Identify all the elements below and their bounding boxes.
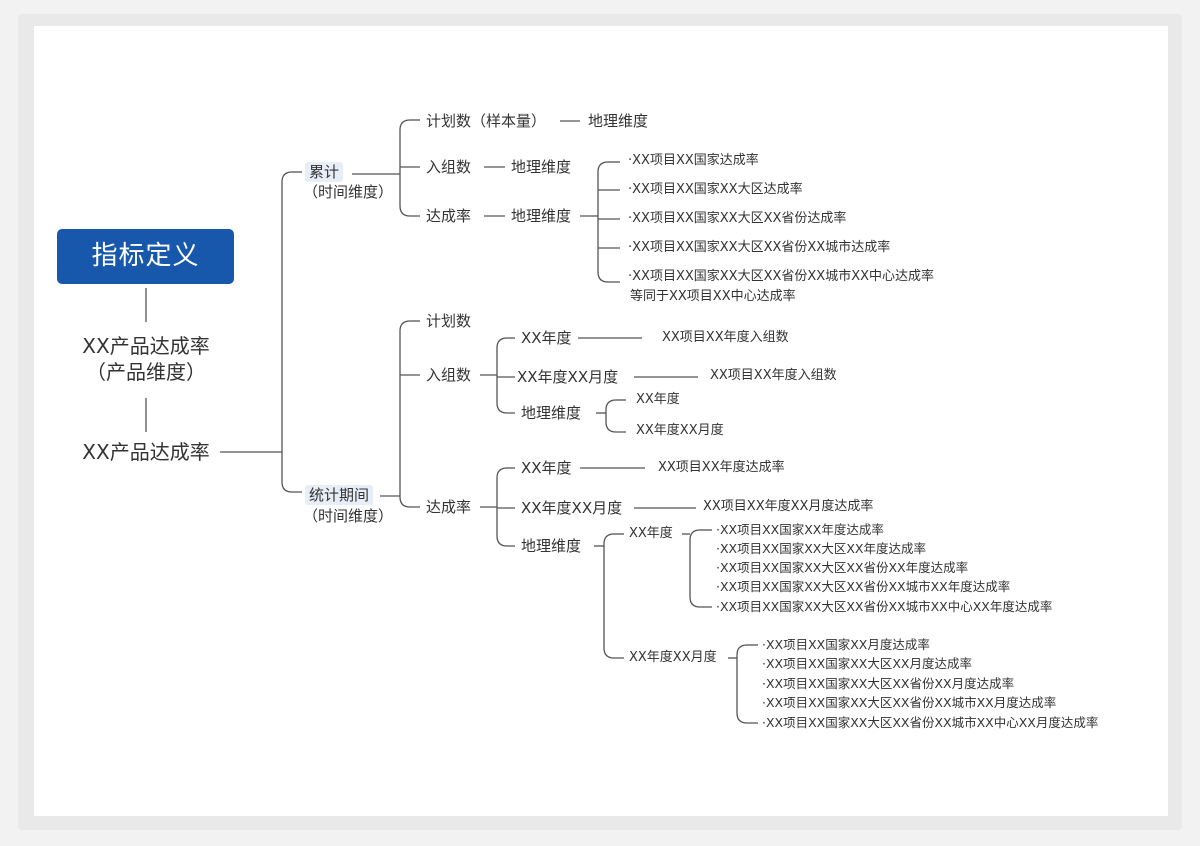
period-enroll-year-desc: XX项目XX年度入组数 (662, 330, 789, 345)
connector-geo-year-bracket (689, 529, 712, 608)
connector-enroll-bracket (496, 337, 515, 414)
connector-enroll-geo-bracket (605, 399, 626, 433)
period-rate-year-desc: XX项目XX年度达成率 (658, 460, 785, 475)
geo-year-item: ·XX项目XX国家XX大区XX省份XX城市XX中心XX年度达成率 (716, 599, 1053, 614)
period-rate-month: XX年度XX月度 (521, 499, 623, 517)
cumulative-rate-item: ·XX项目XX国家XX大区达成率 (628, 182, 803, 197)
geo-year-item: ·XX项目XX国家XX年度达成率 (716, 522, 884, 537)
diagram-paper (34, 26, 1168, 816)
period-node: 统计期间 (305, 485, 374, 505)
geo-month-item: ·XX项目XX国家XX大区XX省份XX城市XX中心XX月度达成率 (762, 715, 1099, 730)
cumulative-rate-item: ·XX项目XX国家XX大区XX省份XX城市达成率 (628, 240, 891, 255)
geo-month-item: ·XX项目XX国家XX大区XX省份XX月度达成率 (762, 676, 1015, 691)
connector-cumulative-bracket (399, 119, 420, 217)
connector-geo-month-bracket (736, 644, 758, 724)
product-node-dimension: XX产品达成率 （产品维度） (78, 333, 214, 385)
connector-cumulative-rate-bracket (597, 161, 620, 283)
period-subtitle: （时间维度） (303, 507, 394, 525)
period-enroll-month: XX年度XX月度 (517, 368, 619, 386)
root-node: 指标定义 (57, 229, 234, 284)
connector-rate-bracket (496, 467, 515, 547)
cumulative-enroll: 入组数 (426, 158, 472, 176)
connector-period-bracket (399, 320, 420, 508)
cumulative-node: 累计 (305, 162, 344, 182)
period-enroll-month-desc: XX项目XX年度入组数 (710, 368, 837, 383)
cumulative-rate-note: 等同于XX项目XX中心达成率 (630, 289, 796, 304)
period-rate-month-desc: XX项目XX年度XX月度达成率 (703, 499, 874, 514)
cumulative-rate-item: ·XX项目XX国家XX大区XX省份达成率 (628, 211, 847, 226)
geo-month-item: ·XX项目XX国家XX大区XX省份XX城市XX月度达成率 (762, 695, 1057, 710)
period-enroll-geo-item: XX年度XX月度 (636, 423, 724, 438)
geo-year-item: ·XX项目XX国家XX大区XX省份XX城市XX年度达成率 (716, 579, 1011, 594)
period-rate: 达成率 (426, 498, 472, 516)
cumulative-rate-item: ·XX项目XX国家XX大区XX省份XX城市XX中心达成率 (628, 269, 935, 284)
geo-month-item: ·XX项目XX国家XX大区XX月度达成率 (762, 656, 972, 671)
connector-level1-bracket (281, 171, 302, 493)
period-enroll-geo: 地理维度 (521, 404, 582, 422)
period-rate-geo: 地理维度 (521, 537, 582, 555)
geo-year-item: ·XX项目XX国家XX大区XX年度达成率 (716, 541, 926, 556)
geo-year: XX年度 (629, 526, 673, 541)
period-enroll-geo-item: XX年度 (636, 392, 680, 407)
cumulative-plan: 计划数（样本量） (426, 112, 547, 130)
cumulative-rate-item: ·XX项目XX国家达成率 (628, 153, 759, 168)
geo-month: XX年度XX月度 (629, 650, 717, 665)
period-enroll-year: XX年度 (521, 329, 572, 347)
period-rate-year: XX年度 (521, 459, 572, 477)
product-dimension-label: （产品维度） (86, 360, 206, 384)
period-enroll: 入组数 (426, 366, 472, 384)
cumulative-plan-dimension: 地理维度 (588, 112, 649, 130)
period-plan: 计划数 (426, 312, 472, 330)
connector-rate-geo-bracket (603, 533, 624, 659)
product-label: XX产品达成率 (82, 334, 210, 358)
geo-year-item: ·XX项目XX国家XX大区XX省份XX年度达成率 (716, 560, 969, 575)
product-node: XX产品达成率 (82, 440, 210, 464)
cumulative-rate-dimension: 地理维度 (511, 207, 572, 225)
cumulative-rate: 达成率 (426, 207, 472, 225)
cumulative-enroll-dimension: 地理维度 (511, 158, 572, 176)
geo-month-item: ·XX项目XX国家XX月度达成率 (762, 637, 930, 652)
cumulative-subtitle: （时间维度） (303, 183, 394, 201)
